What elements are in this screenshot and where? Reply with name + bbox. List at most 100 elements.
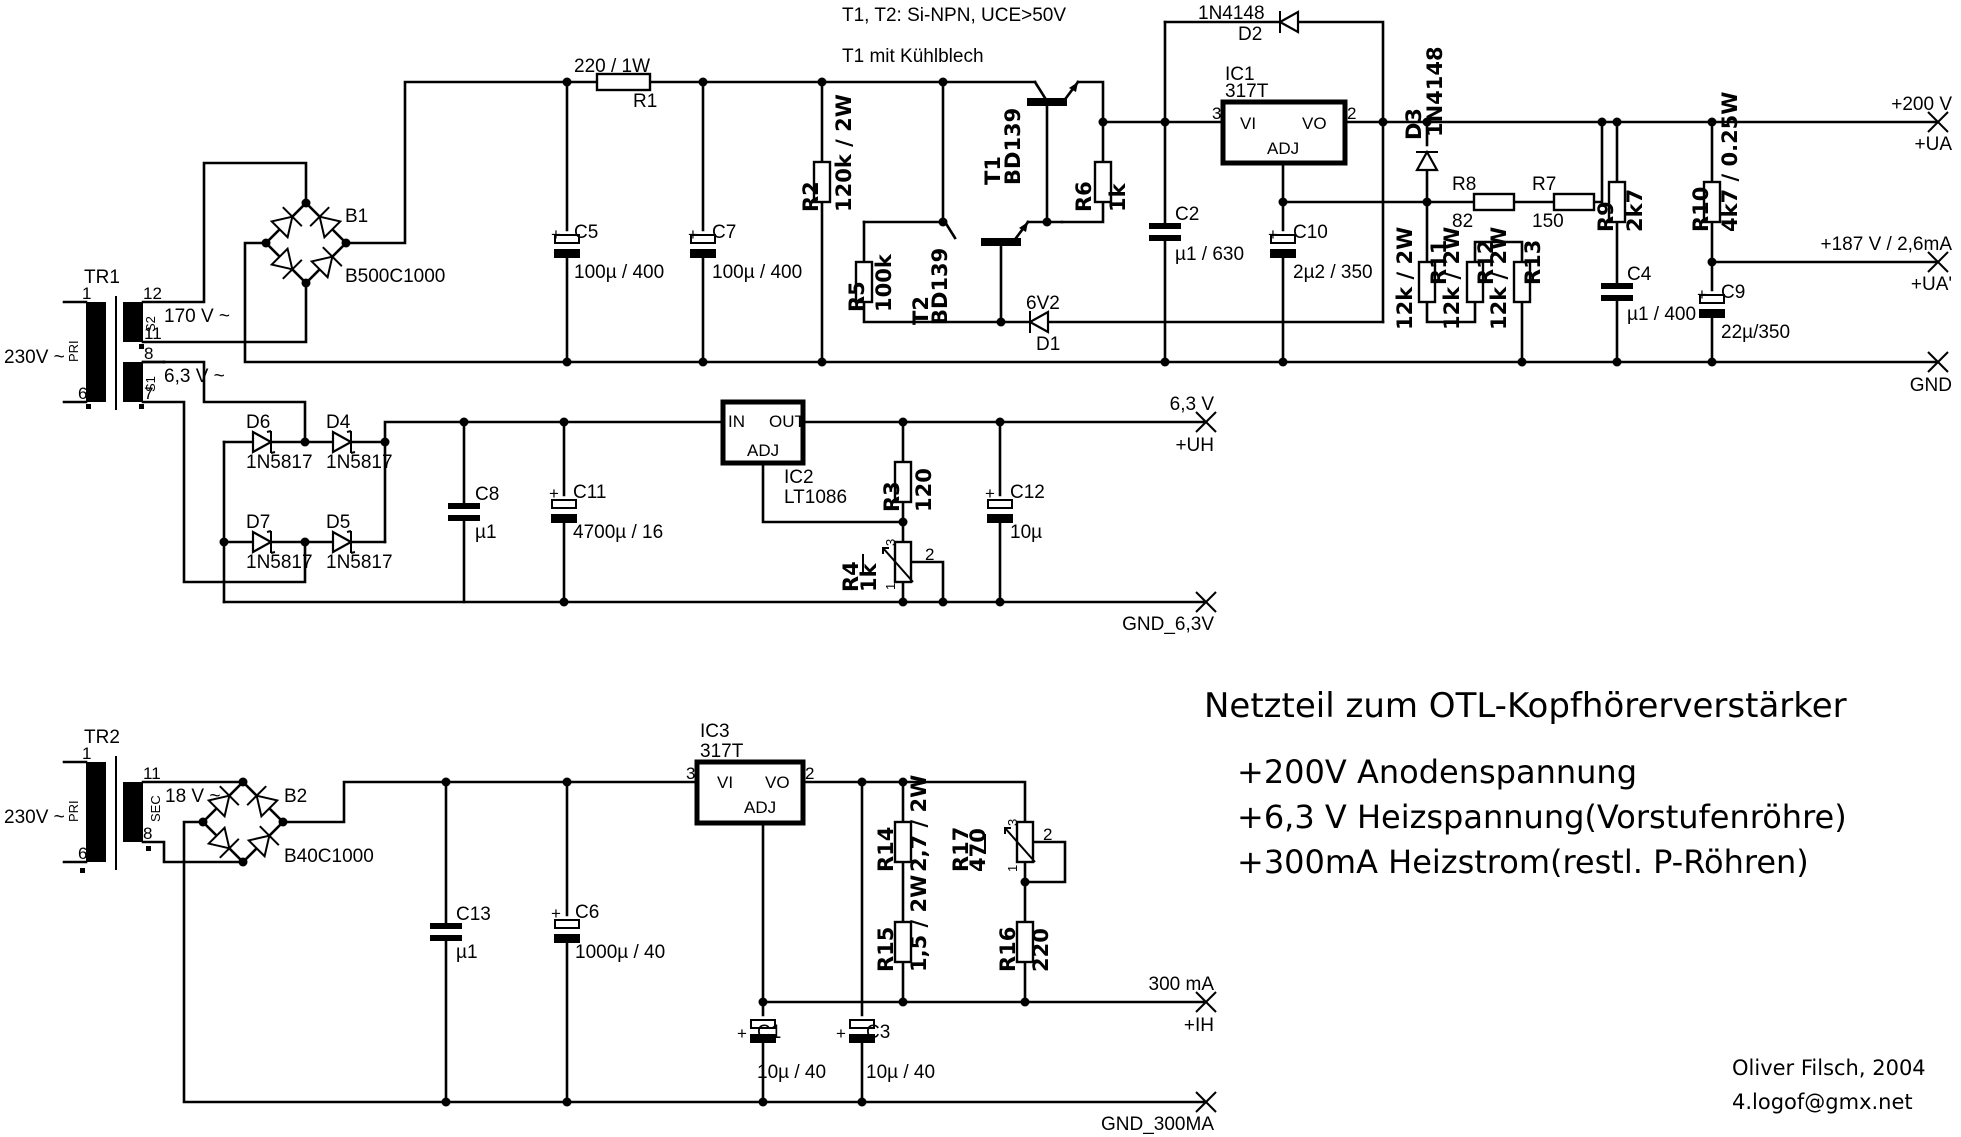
wire: [761, 461, 905, 524]
c3-label: C3: [866, 1022, 890, 1043]
r4-pin1: 1: [883, 583, 898, 590]
junction-dot: [817, 357, 827, 367]
r4-pin3: 3: [883, 539, 898, 546]
junction-dot: [238, 777, 248, 787]
tr1-phase-dot: [139, 344, 144, 349]
junction-dot: [817, 77, 827, 87]
junction-dot: [278, 817, 288, 827]
r17-value: 470: [966, 828, 990, 872]
capacitor-c11: [551, 499, 577, 523]
d2-label: D2: [1238, 24, 1262, 45]
junction-dots: [198, 77, 1717, 1107]
ic1-vi: VI: [1240, 114, 1256, 133]
junction-dot: [996, 317, 1006, 327]
transistor-emitter-arrow: [1019, 222, 1028, 232]
junction-dot: [898, 517, 908, 527]
junction-dot: [559, 417, 569, 427]
r6-label: R6: [1072, 181, 1096, 212]
r4-label: R4: [839, 561, 863, 592]
schottky-hook: [346, 430, 356, 454]
author-email: 4.logof@gmx.net: [1732, 1090, 1913, 1114]
capacitor-c13: [430, 923, 462, 941]
capacitor-plate: [1601, 295, 1633, 301]
bridge-diode: [318, 215, 343, 240]
tr1-primary-voltage: 230V ~: [4, 347, 65, 368]
capacitor-c3: [849, 1019, 875, 1043]
tr2-primary-voltage: 230V ~: [4, 807, 65, 828]
junction-dot: [1042, 217, 1052, 227]
tr1-pin8: 8: [144, 344, 153, 363]
r16-label: R16: [996, 927, 1020, 972]
diode-triangle: [1027, 310, 1050, 334]
terminal-gnd-300: [1195, 1091, 1217, 1113]
d6-label: D6: [246, 412, 270, 433]
junction-dot: [995, 597, 1005, 607]
r2-label: R2: [799, 181, 823, 212]
r11-label: R11: [1427, 240, 1451, 285]
r4-pin2: 2: [925, 545, 934, 564]
capacitor-plate: [1149, 223, 1181, 229]
bridge-diode: [206, 825, 231, 850]
c8-value: µ1: [475, 522, 497, 543]
r14-value: 2,7 / 2W: [907, 775, 931, 872]
resistor-r6: [1093, 160, 1113, 204]
b2-label: B2: [284, 786, 307, 807]
terminal-cross: [1195, 1091, 1217, 1113]
r12-value: 12k / 2W: [1440, 227, 1464, 330]
capacitor-c1: [750, 1019, 776, 1043]
terminal-cross: [1927, 351, 1949, 373]
output-ua2-voltage: +187 V / 2,6mA: [1821, 234, 1953, 255]
c5-plus: +: [551, 225, 561, 244]
wire: [1023, 840, 1067, 884]
capacitor-plate-negative: [554, 934, 580, 943]
junction-dot: [1707, 117, 1717, 127]
tr1-pin11: 11: [144, 324, 162, 343]
transformer-primary-winding: [86, 302, 106, 402]
regulator-ic2: [720, 399, 806, 466]
transformer-tr2: [86, 756, 143, 870]
diagram-title: Netzteil zum OTL-Kopfhörerverstärker: [1204, 686, 1847, 726]
c1-value: 10µ / 40: [757, 1062, 826, 1083]
capacitor-c5: [554, 234, 580, 258]
ic1-label: IC1: [1225, 64, 1255, 85]
transformer-secondary-winding: [123, 362, 143, 402]
c12-value: 10µ: [1010, 522, 1042, 543]
c10-value: 2µ2 / 350: [1293, 262, 1373, 283]
r6-value: 1k: [1106, 182, 1130, 212]
wire: [1425, 300, 1477, 324]
title-line-1: +200V Anodenspannung: [1237, 753, 1637, 791]
output-ua2-name: +UA': [1911, 274, 1952, 295]
terminal-ua2: [1927, 251, 1949, 273]
transistor-t2: [943, 220, 1030, 246]
c4-value: µ1 / 400: [1627, 304, 1696, 325]
capacitor-plate: [1601, 283, 1633, 289]
r3-value: 120: [912, 468, 936, 512]
wire: [1076, 80, 1105, 124]
resistor-r16: [1015, 920, 1035, 964]
ic3-vo: VO: [765, 773, 790, 792]
terminal-uh: [1195, 411, 1217, 433]
junction-dot: [898, 997, 908, 1007]
junction-dot: [698, 357, 708, 367]
ic2-label: IC2: [784, 467, 814, 488]
capacitor-plate: [448, 515, 480, 521]
capacitor-plate-negative: [551, 514, 577, 523]
junction-dot: [441, 1097, 451, 1107]
ic3-label: IC3: [700, 721, 730, 742]
junction-dot: [1707, 357, 1717, 367]
junction-dot: [562, 777, 572, 787]
junction-dot: [559, 597, 569, 607]
wire: [1592, 120, 1604, 204]
tr1-pin6: 6: [78, 384, 87, 403]
tr1-pri-label: PRI: [66, 340, 81, 362]
terminal-cross: [1195, 591, 1217, 613]
bridge-diode: [309, 255, 334, 280]
transformer-secondary-winding: [123, 782, 143, 842]
transformer-secondary-winding: [123, 302, 143, 342]
junction-dot: [261, 238, 271, 248]
tr1-pin7: 7: [144, 384, 153, 403]
c10-label: C10: [1293, 222, 1328, 243]
junction-dot: [938, 77, 948, 87]
d4-type: 1N5817: [326, 452, 393, 473]
c7-label: C7: [712, 222, 736, 243]
